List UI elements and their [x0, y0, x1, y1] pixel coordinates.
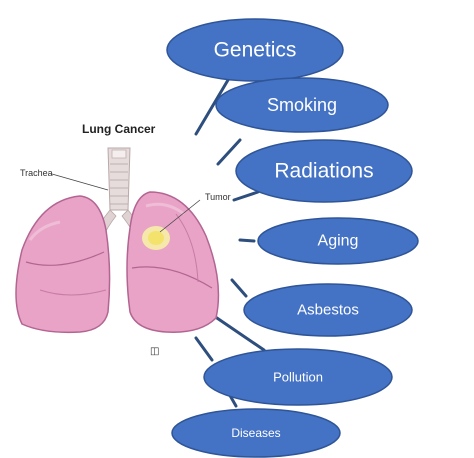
tumor-label: Tumor — [205, 192, 231, 202]
tumor — [142, 226, 170, 250]
cause-pill-aging: Aging — [257, 217, 419, 265]
trachea-leader-line — [51, 173, 109, 191]
left-lung — [15, 195, 111, 334]
connector-pollution-a — [212, 314, 266, 352]
cause-label-aging: Aging — [318, 233, 359, 250]
connector-smoking — [216, 138, 242, 166]
cause-label-asbestos: Asbestos — [297, 302, 359, 319]
cause-label-smoking: Smoking — [267, 95, 337, 115]
tumor-leader-line — [159, 199, 201, 233]
connector-radiations — [232, 190, 260, 202]
cause-label-genetics: Genetics — [214, 39, 297, 62]
small-marker: ◫ — [150, 346, 159, 357]
cause-pill-asbestos: Asbestos — [243, 283, 413, 337]
connector-aging — [238, 238, 256, 243]
cause-pill-diseases: Diseases — [171, 408, 341, 458]
cause-label-pollution: Pollution — [273, 370, 323, 385]
cause-label-radiations: Radiations — [274, 160, 373, 183]
lung-illustration: ◫ Lung Cancer Trachea Tumor — [15, 122, 231, 357]
cause-pill-radiations: Radiations — [235, 139, 413, 203]
cause-pill-smoking: Smoking — [215, 77, 389, 133]
connector-asbestos — [230, 278, 248, 298]
trachea-label: Trachea — [20, 168, 53, 178]
connector-lines — [194, 78, 266, 408]
lung-cancer-title: Lung Cancer — [82, 122, 156, 136]
cause-pill-pollution: Pollution — [203, 348, 393, 406]
cause-label-diseases: Diseases — [231, 426, 280, 440]
right-lung — [126, 191, 220, 333]
connector-genetics — [194, 78, 230, 136]
connector-pollution-b — [194, 336, 214, 362]
cause-pill-genetics: Genetics — [166, 18, 344, 82]
cause-pills: Genetics Smoking Radiations Aging Asbest… — [166, 18, 419, 458]
